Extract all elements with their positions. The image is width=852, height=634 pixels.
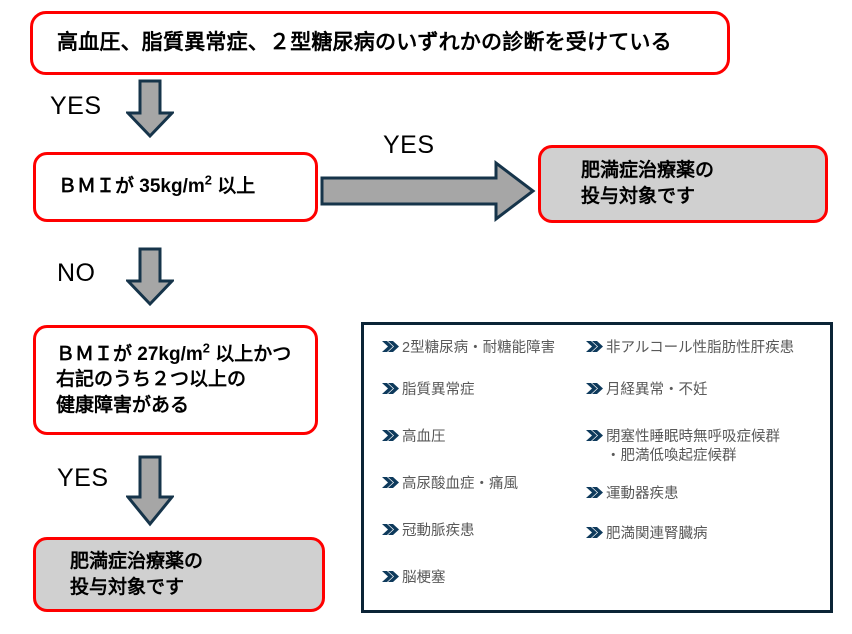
double-chevron-icon (586, 485, 603, 499)
flow-label-yes-3: YES (57, 464, 109, 492)
comorbidity-list-item: 非アルコール性脂肪性肝疾患 (586, 339, 794, 358)
condition-box-bmi35-label: ＢＭＩが 35kg/m2 以上 (36, 172, 315, 199)
bmi27-suffix: 以上かつ 右記のうち２つ以上の 健康障害がある (56, 343, 292, 416)
comorbidity-list-item-label: 運動器疾患 (606, 486, 679, 502)
comorbidity-list-item: 脂質異常症 (382, 381, 475, 400)
result-box-bottom: 肥満症治療薬の 投与対象です (33, 537, 325, 612)
comorbidity-list-item-label: 高尿酸血症・痛風 (402, 476, 518, 492)
comorbidity-list-item: 2型糖尿病・耐糖能障害 (382, 339, 555, 358)
bmi35-superscript: 2 (204, 172, 212, 188)
comorbidity-list-item-label: 閉塞性睡眠時無呼吸症候群 ・肥満低喚起症候群 (606, 429, 780, 465)
bmi27-prefix: ＢＭＩが 27kg/m (56, 343, 203, 365)
comorbidity-list-item: 高血圧 (382, 428, 446, 447)
double-chevron-icon (382, 475, 399, 489)
double-chevron-icon (382, 522, 399, 536)
double-chevron-icon (382, 569, 399, 583)
flow-label-yes-1: YES (50, 92, 102, 120)
double-chevron-icon (586, 525, 603, 539)
comorbidity-list-item-label: 脳梗塞 (402, 570, 446, 586)
comorbidity-list-item: 運動器疾患 (586, 485, 679, 504)
comorbidity-list-box: 2型糖尿病・耐糖能障害脂質異常症高血圧高尿酸血症・痛風冠動脈疾患脳梗塞 非アルコ… (361, 322, 833, 613)
bmi27-superscript: 2 (202, 340, 210, 356)
condition-box-diagnosis-label: 高血圧、脂質異常症、２型糖尿病のいずれかの診断を受けている (57, 30, 672, 54)
comorbidity-list-item-label: 非アルコール性脂肪性肝疾患 (606, 340, 795, 356)
flow-label-yes-2: YES (383, 131, 435, 159)
comorbidity-list-item-label: 高血圧 (402, 429, 446, 445)
comorbidity-list-item-label: 脂質異常症 (402, 382, 475, 398)
down-arrow-no-to-bmi27 (126, 247, 174, 307)
double-chevron-icon (586, 339, 603, 353)
comorbidity-list-item-label: 2型糖尿病・耐糖能障害 (402, 340, 556, 356)
down-arrow-yes-to-bmi35 (126, 79, 174, 139)
down-arrow-yes-to-result (126, 455, 174, 527)
comorbidity-list-item: 高尿酸血症・痛風 (382, 475, 518, 494)
bmi35-suffix: 以上 (211, 175, 256, 197)
comorbidity-list-item: 肥満関連腎臓病 (586, 525, 708, 544)
double-chevron-icon (586, 381, 603, 395)
comorbidity-list-item: 脳梗塞 (382, 569, 446, 588)
result-box-right: 肥満症治療薬の 投与対象です (538, 145, 828, 223)
bmi35-prefix: ＢＭＩが 35kg/m (58, 175, 205, 197)
result-box-right-label: 肥満症治療薬の 投与対象です (581, 160, 715, 207)
comorbidity-list-item: 月経異常・不妊 (586, 381, 708, 400)
comorbidity-list-item-label: 冠動脈疾患 (402, 523, 475, 539)
comorbidity-list-item-label: 肥満関連腎臓病 (606, 526, 708, 542)
double-chevron-icon (382, 381, 399, 395)
comorbidity-list-item-label: 月経異常・不妊 (606, 382, 708, 398)
condition-box-bmi35: ＢＭＩが 35kg/m2 以上 (33, 152, 318, 222)
right-arrow-yes-to-result (320, 160, 536, 222)
double-chevron-icon (382, 428, 399, 442)
double-chevron-icon (382, 339, 399, 353)
condition-box-bmi27-label: ＢＭＩが 27kg/m2 以上かつ 右記のうち２つ以上の 健康障害がある (36, 342, 315, 418)
double-chevron-icon (586, 428, 603, 442)
comorbidity-list-item: 閉塞性睡眠時無呼吸症候群 ・肥満低喚起症候群 (586, 428, 780, 466)
flow-label-no-1: NO (57, 259, 96, 287)
result-box-bottom-label: 肥満症治療薬の 投与対象です (70, 550, 204, 598)
condition-box-bmi27: ＢＭＩが 27kg/m2 以上かつ 右記のうち２つ以上の 健康障害がある (33, 325, 318, 435)
comorbidity-list-item: 冠動脈疾患 (382, 522, 475, 541)
condition-box-diagnosis: 高血圧、脂質異常症、２型糖尿病のいずれかの診断を受けている (30, 11, 730, 75)
